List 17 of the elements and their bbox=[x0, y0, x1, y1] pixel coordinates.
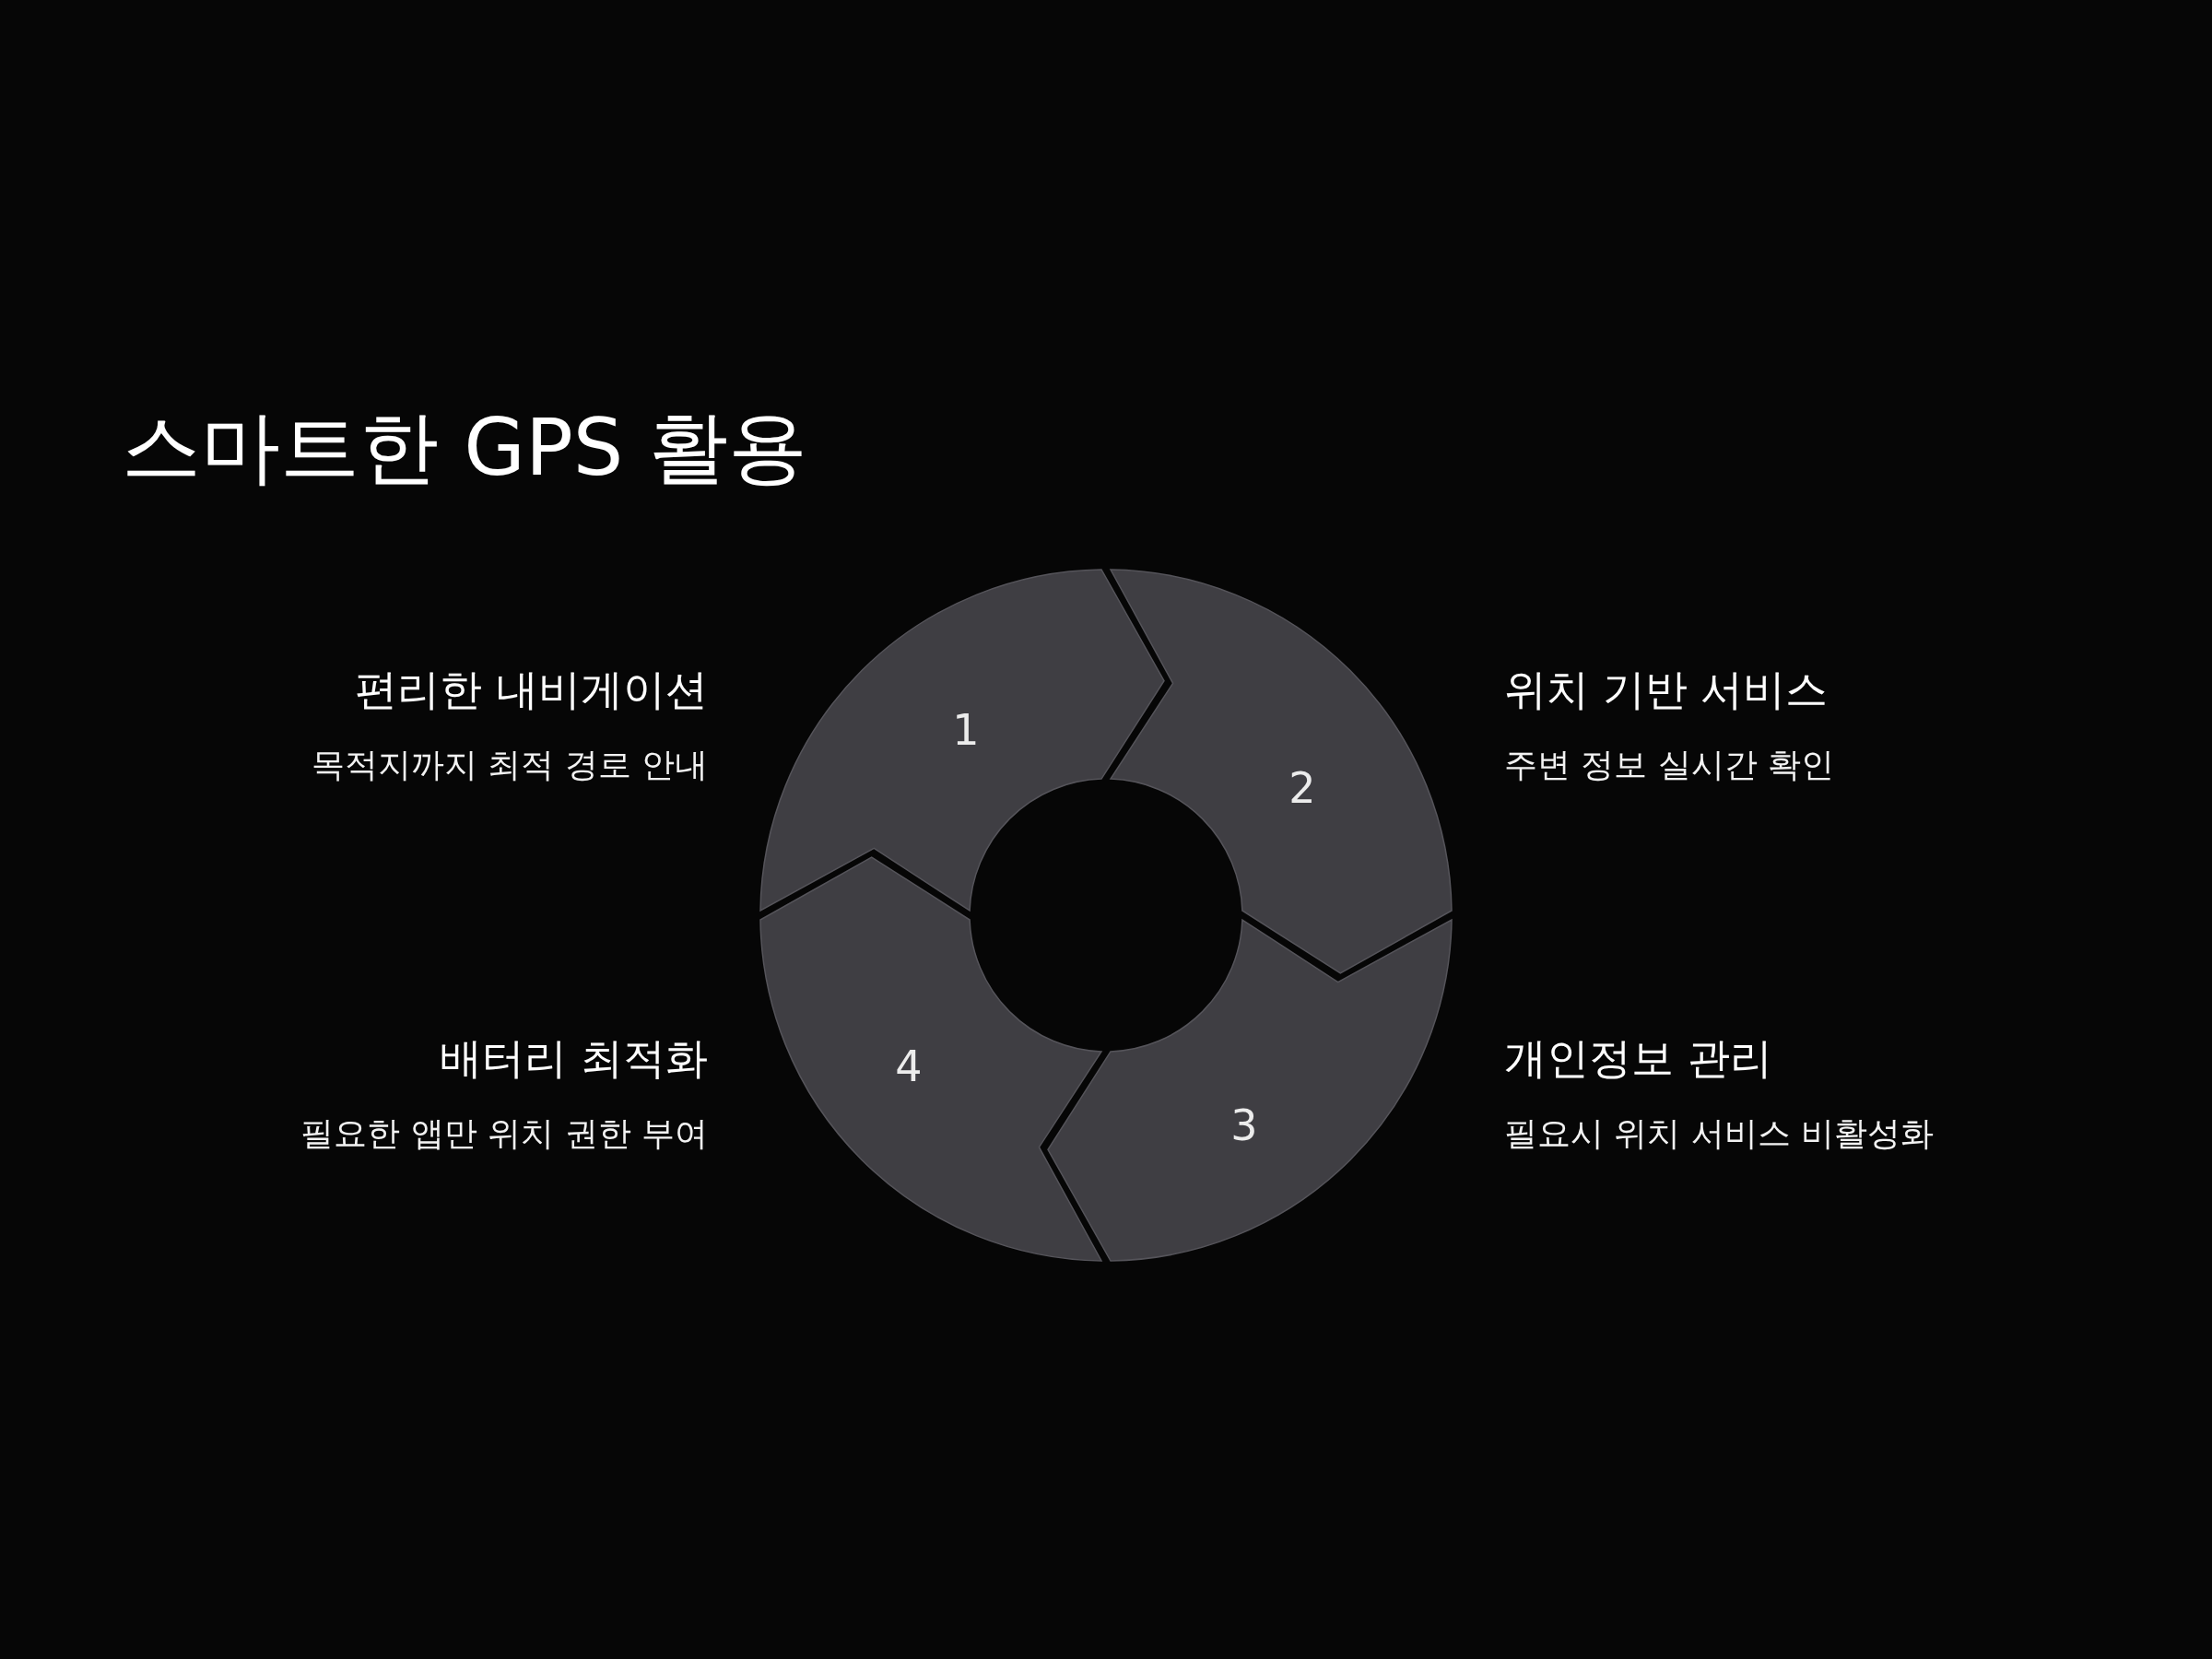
step-number: 1 bbox=[952, 704, 980, 755]
step-description: 필요시 위치 서비스 비활성화 bbox=[1504, 1114, 1935, 1152]
step-heading: 개인정보 관리 bbox=[1504, 1033, 1772, 1083]
cycle-segment bbox=[1047, 919, 1453, 1262]
slide-title: 스마트한 GPS 활용 bbox=[122, 400, 807, 495]
step-number: 3 bbox=[1230, 1100, 1258, 1150]
step-heading: 위치 기반 서비스 bbox=[1504, 665, 1829, 714]
cycle-segment bbox=[1110, 569, 1453, 974]
step-description: 주변 정보 실시간 확인 bbox=[1504, 746, 1835, 783]
step-heading: 편리한 내비게이션 bbox=[355, 665, 708, 714]
step-description: 필요한 앱만 위치 권한 부여 bbox=[300, 1114, 708, 1152]
step-description: 목적지까지 최적 경로 안내 bbox=[311, 746, 708, 783]
cycle-segment bbox=[759, 569, 1165, 912]
step-number: 2 bbox=[1288, 762, 1316, 813]
step-number: 4 bbox=[895, 1041, 923, 1091]
cycle-segment bbox=[759, 856, 1102, 1262]
step-heading: 배터리 최적화 bbox=[440, 1033, 708, 1083]
